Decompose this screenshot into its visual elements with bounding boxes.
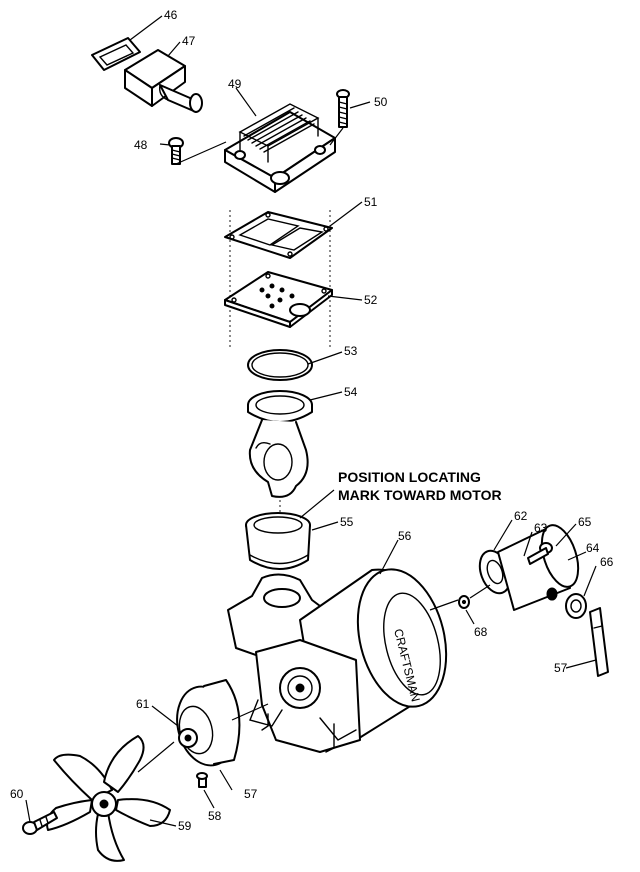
alignment-centerline <box>229 210 331 350</box>
callout-leaders <box>25 15 597 827</box>
part-58-set-screw <box>196 772 208 788</box>
callout-61: 61 <box>136 697 150 711</box>
part-51-head-gasket <box>224 211 333 259</box>
callout-62: 62 <box>514 509 528 523</box>
callout-57-pulley: 57 <box>244 787 258 801</box>
callout-48: 48 <box>134 138 148 152</box>
callout-labels: 46 47 48 49 50 51 52 53 54 55 56 57 57 5… <box>10 8 614 833</box>
callout-57-strap: 57 <box>554 661 568 675</box>
part-49-cylinder-head <box>224 103 336 193</box>
note-line-1: POSITION LOCATING <box>338 469 481 485</box>
part-54-connecting-rod <box>247 390 313 498</box>
part-47-filter-housing <box>124 49 203 113</box>
part-60-fan-bolt <box>22 811 58 835</box>
part-46-plate <box>91 37 141 71</box>
part-53-o-ring <box>247 349 313 381</box>
callout-49: 49 <box>228 77 242 91</box>
part-59-fan <box>46 735 171 862</box>
part-68-washer <box>458 595 470 609</box>
callout-59: 59 <box>178 819 192 833</box>
callout-56: 56 <box>398 529 412 543</box>
callout-66: 66 <box>600 555 614 569</box>
callout-53: 53 <box>344 344 358 358</box>
part-56-motor-crankcase: CRAFTSMAN <box>227 568 448 753</box>
part-50-bolt <box>329 89 350 146</box>
callout-47: 47 <box>182 34 196 48</box>
callout-58: 58 <box>208 809 222 823</box>
callout-51: 51 <box>364 195 378 209</box>
callout-55: 55 <box>340 515 354 529</box>
part-67-strap <box>589 607 609 677</box>
leader-pulley-shaft <box>231 703 269 721</box>
callout-65: 65 <box>578 515 592 529</box>
part-55-cylinder-sleeve <box>245 512 311 570</box>
part-52-valve-plate <box>224 271 333 328</box>
leader-fan-hub <box>137 741 175 773</box>
note-line-2: MARK TOWARD MOTOR <box>338 487 502 503</box>
part-66-cap <box>565 593 587 619</box>
part-65-screw <box>527 542 553 565</box>
leader-68-62 <box>469 584 491 599</box>
callout-54: 54 <box>344 385 358 399</box>
callout-46: 46 <box>164 8 178 22</box>
callout-60: 60 <box>10 787 24 801</box>
part-57-pulley <box>176 679 241 767</box>
leader-motor-68 <box>429 599 459 611</box>
callout-52: 52 <box>364 293 378 307</box>
part-48-bolt <box>168 137 227 165</box>
callout-63: 63 <box>534 521 548 535</box>
callout-68: 68 <box>474 625 488 639</box>
callout-64: 64 <box>586 541 600 555</box>
callout-50: 50 <box>374 95 388 109</box>
